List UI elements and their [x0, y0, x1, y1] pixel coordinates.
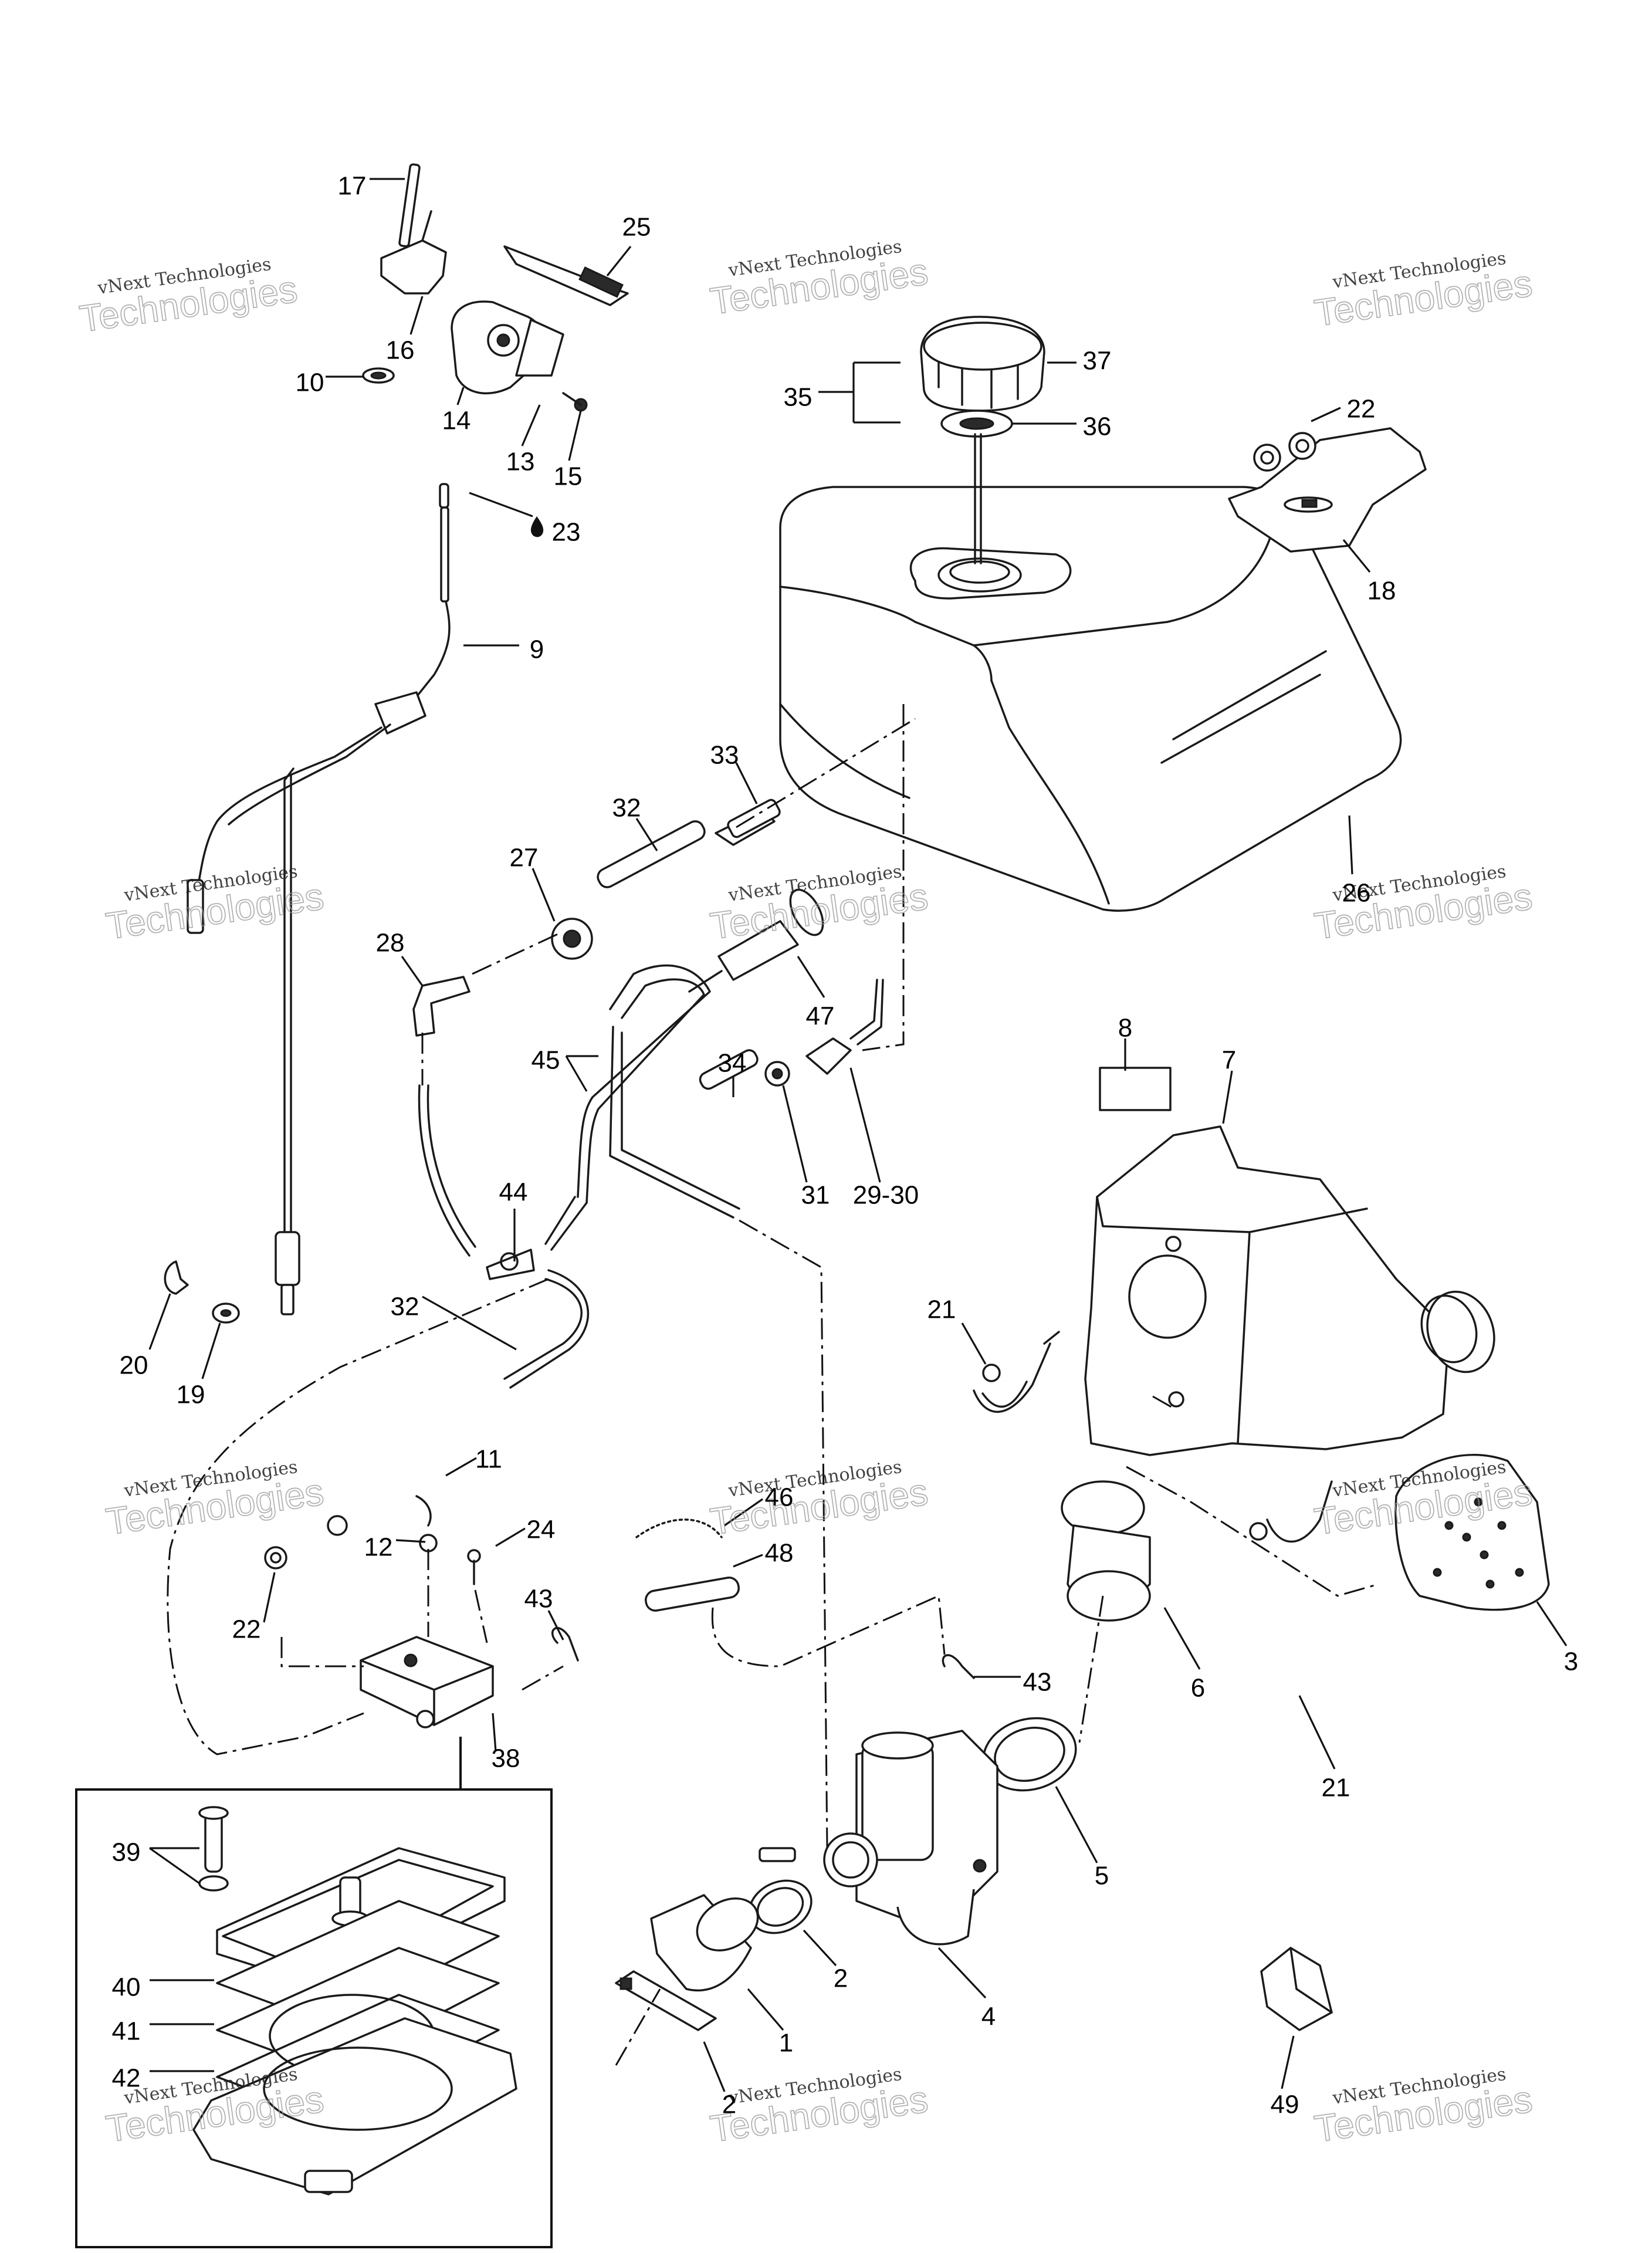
callout-c5: 5	[1095, 1862, 1109, 1890]
callout-c27: 27	[510, 844, 539, 872]
nut	[1253, 432, 1316, 472]
callout-c7: 7	[1222, 1046, 1236, 1075]
small-bracket	[1260, 1947, 1333, 2031]
callout-c13: 13	[506, 448, 535, 476]
callout-c19: 19	[177, 1381, 205, 1409]
callout-c21b: 21	[1322, 1774, 1350, 1802]
callout-c28: 28	[376, 929, 405, 958]
callout-c40: 40	[112, 1973, 141, 2002]
callout-c44: 44	[499, 1178, 528, 1207]
callout-c39: 39	[112, 1838, 141, 1867]
callout-c24: 24	[527, 1515, 556, 1544]
callout-c18: 18	[1367, 577, 1396, 605]
callout-c26: 26	[1342, 879, 1371, 908]
callout-c2930: 29-30	[853, 1181, 919, 1210]
callout-c36: 36	[1083, 412, 1112, 441]
callout-c22b: 22	[232, 1615, 261, 1644]
callout-c43a: 43	[524, 1585, 553, 1613]
callout-c2b: 2	[722, 2090, 736, 2119]
callout-c20: 20	[120, 1351, 148, 1380]
air-filter-element	[1394, 1453, 1550, 1611]
lever-part	[380, 163, 447, 295]
callout-c43b: 43	[1023, 1668, 1052, 1697]
rod-part	[503, 245, 629, 306]
callout-c9: 9	[530, 635, 544, 664]
callout-c31: 31	[801, 1181, 830, 1210]
fuel-tank	[779, 486, 1402, 912]
callout-c23: 23	[552, 518, 581, 547]
fuel-pump	[264, 1495, 494, 1728]
callout-c17: 17	[338, 172, 367, 201]
filler-cap	[920, 316, 1045, 412]
gasket-plate	[615, 1970, 717, 2031]
callout-c38: 38	[492, 1744, 520, 1773]
carburetor	[823, 1730, 998, 1946]
cap-gasket	[940, 410, 1013, 564]
hose-clamp	[973, 1331, 1333, 1543]
callout-c34: 34	[718, 1049, 747, 1078]
intake-manifold	[650, 1894, 759, 1992]
fuel-valve	[451, 300, 588, 412]
fuel-pump-detail-inset	[75, 1737, 553, 2248]
callout-c37: 37	[1083, 347, 1112, 376]
callout-c4: 4	[981, 2002, 996, 2031]
callout-c10: 10	[296, 368, 324, 397]
impulse-hose	[551, 1518, 975, 1679]
callout-c35: 35	[784, 383, 813, 412]
callout-c11: 11	[475, 1445, 502, 1474]
callout-c48: 48	[765, 1539, 794, 1568]
choke-cable	[187, 483, 451, 1315]
callout-c42: 42	[112, 2064, 141, 2093]
leader-lines	[148, 178, 1568, 2092]
fuel-hoses	[412, 799, 884, 1389]
callout-c22a: 22	[1347, 395, 1376, 424]
callout-c32a: 32	[612, 794, 641, 823]
callout-c41: 41	[112, 2017, 141, 2046]
callout-c14: 14	[442, 407, 471, 435]
callout-c12: 12	[364, 1533, 393, 1562]
callout-c1: 1	[779, 2029, 793, 2058]
callout-c49: 49	[1271, 2090, 1299, 2119]
callout-c3: 3	[1564, 1648, 1578, 1676]
callout-c46: 46	[765, 1483, 794, 1512]
callout-c21a: 21	[927, 1295, 956, 1324]
air-silencer	[1084, 1067, 1495, 1456]
clip	[164, 1260, 240, 1324]
callout-c45: 45	[532, 1046, 560, 1075]
callout-c2a: 2	[834, 1964, 848, 1993]
drop-icon	[530, 516, 544, 537]
callout-c15: 15	[554, 462, 583, 491]
callout-c16: 16	[386, 336, 415, 365]
intake-adaptor	[1061, 1480, 1151, 1622]
callout-c8: 8	[1118, 1014, 1132, 1043]
callout-c32b: 32	[391, 1293, 419, 1321]
callout-c6: 6	[1191, 1674, 1205, 1703]
callout-c25: 25	[622, 213, 651, 242]
callout-c47: 47	[806, 1002, 835, 1031]
assembly-lines	[167, 704, 1379, 2066]
callout-c33: 33	[710, 741, 739, 770]
washer	[362, 367, 395, 384]
